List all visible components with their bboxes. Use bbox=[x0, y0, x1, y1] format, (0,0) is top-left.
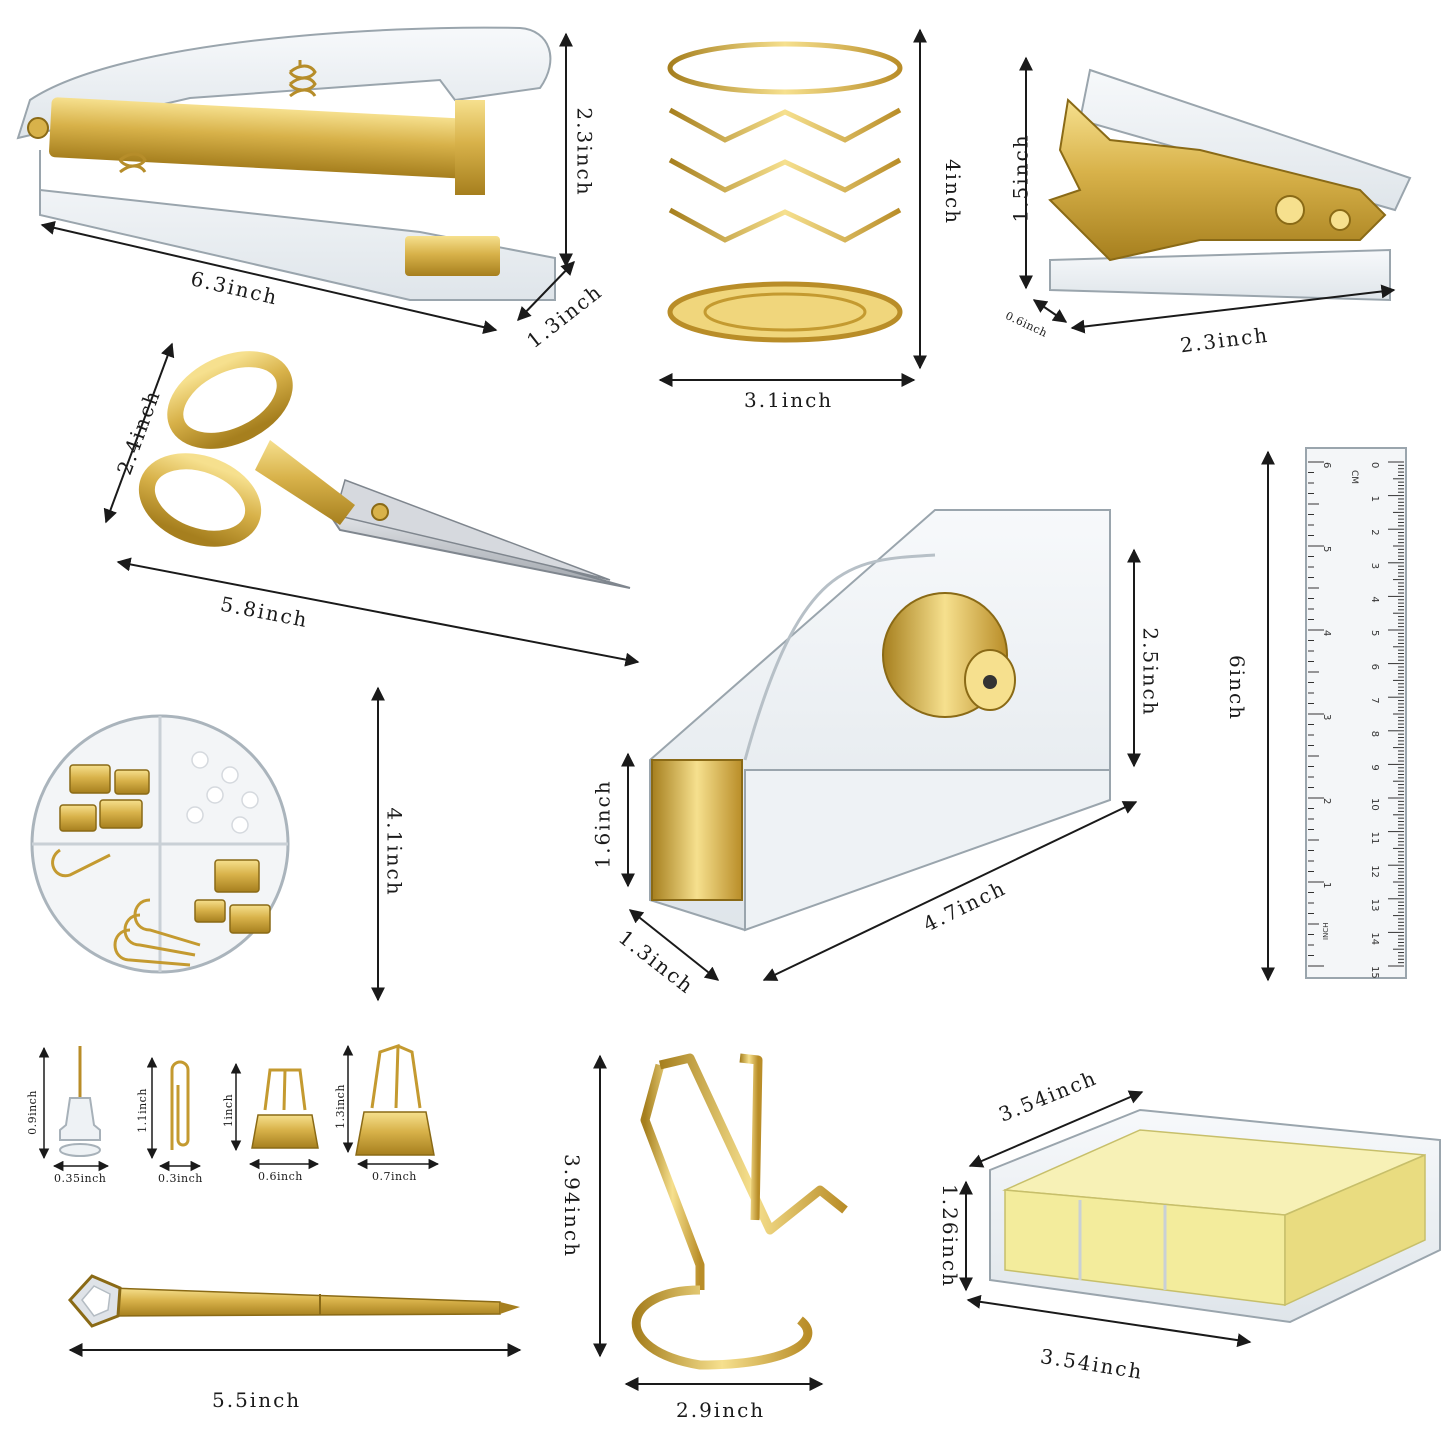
stapler-width-line bbox=[517, 260, 575, 322]
pen bbox=[68, 1274, 520, 1328]
paper-clip bbox=[170, 1060, 190, 1150]
phone-stand-width-label: 2.9inch bbox=[676, 1398, 766, 1422]
ruler-cm-label: 12 bbox=[1369, 865, 1380, 878]
staple-remover bbox=[1048, 68, 1412, 302]
binder-clip-small bbox=[251, 1068, 319, 1149]
ruler-cm-label: 5 bbox=[1369, 630, 1380, 636]
phone-stand-height-label: 3.94inch bbox=[559, 1154, 584, 1258]
scissors-height-line bbox=[103, 342, 175, 524]
ruler-cm-label: 11 bbox=[1369, 832, 1380, 845]
memo-height-label: 1.26inch bbox=[937, 1184, 962, 1288]
staple-remover-width-line bbox=[1032, 299, 1068, 323]
phone-stand bbox=[631, 1053, 848, 1370]
binder-clip-large-height-label: 1.3inch bbox=[333, 1084, 347, 1129]
ruler-inch-unit-label: INCH bbox=[1322, 923, 1330, 940]
push-pin-width-label: 0.35inch bbox=[54, 1172, 107, 1185]
ruler-cm-label: 1 bbox=[1369, 496, 1380, 502]
ruler-cm-label: 4 bbox=[1369, 596, 1380, 602]
ruler-cm-label: 0 bbox=[1369, 462, 1380, 468]
tape-front-height-label: 1.6inch bbox=[590, 779, 615, 869]
ruler-inch-label: 1 bbox=[1321, 882, 1332, 888]
tape-height-label: 2.5inch bbox=[1138, 627, 1163, 717]
ruler-cm-label: 9 bbox=[1369, 764, 1380, 770]
staple-remover-length-line bbox=[1070, 284, 1396, 334]
ruler-cm-label: 7 bbox=[1369, 697, 1380, 703]
stapler-length-line bbox=[40, 221, 498, 334]
ruler-length-label: 6inch bbox=[1225, 654, 1250, 722]
ruler-cm-label: 14 bbox=[1369, 932, 1380, 945]
tape-length-line bbox=[762, 801, 1138, 981]
paper-clip-width-label: 0.3inch bbox=[158, 1172, 203, 1185]
pen-holder-diameter-label: 3.1inch bbox=[744, 388, 834, 412]
ruler-inch-label: 2 bbox=[1321, 798, 1332, 804]
ruler-inch-label: 4 bbox=[1321, 630, 1332, 636]
tape-dispenser bbox=[649, 509, 1111, 932]
ruler-cm-label: 13 bbox=[1369, 899, 1380, 912]
ruler-ticks bbox=[1308, 461, 1404, 967]
staple-remover-height-label: 1.5inch bbox=[1008, 133, 1033, 223]
scissors bbox=[138, 351, 631, 589]
push-pin bbox=[59, 1046, 101, 1157]
memo-depth-line bbox=[966, 1294, 1252, 1348]
ruler-cm-label: 10 bbox=[1369, 798, 1380, 811]
binder-clip-large-width-label: 0.7inch bbox=[372, 1170, 417, 1183]
ruler-cm-label: 8 bbox=[1369, 731, 1380, 737]
pen-holder-height-label: 4inch bbox=[941, 158, 966, 226]
stapler bbox=[16, 26, 556, 301]
clip-box-diameter-label: 4.1inch bbox=[382, 807, 407, 897]
ruler-cm-label: 15 bbox=[1369, 966, 1380, 979]
pen-holder bbox=[667, 41, 903, 343]
ruler-inch-label: 5 bbox=[1321, 546, 1332, 552]
memo-top-width-line bbox=[968, 1090, 1144, 1168]
stapler-height-label: 2.3inch bbox=[572, 107, 597, 197]
push-pin-height-label: 0.9inch bbox=[25, 1090, 39, 1135]
memo-holder bbox=[989, 1108, 1441, 1324]
binder-clip-large bbox=[355, 1043, 435, 1156]
ruler-inch-label: 6 bbox=[1321, 462, 1332, 468]
scissors-length-line bbox=[116, 557, 640, 667]
ruler-unit-label: CM bbox=[1349, 470, 1359, 484]
ruler-cm-label: 2 bbox=[1369, 529, 1380, 535]
ruler-inch-label: 3 bbox=[1321, 714, 1332, 720]
tape-width-line bbox=[628, 909, 720, 981]
paper-clip-height-label: 1.1inch bbox=[135, 1088, 149, 1133]
pen-length-label: 5.5inch bbox=[212, 1388, 302, 1412]
clip-box bbox=[30, 714, 290, 974]
binder-clip-small-height-label: 1inch bbox=[222, 1093, 236, 1128]
ruler-cm-label: 6 bbox=[1369, 664, 1380, 670]
binder-clip-small-width-label: 0.6inch bbox=[258, 1170, 303, 1183]
ruler-cm-label: 3 bbox=[1369, 563, 1380, 569]
